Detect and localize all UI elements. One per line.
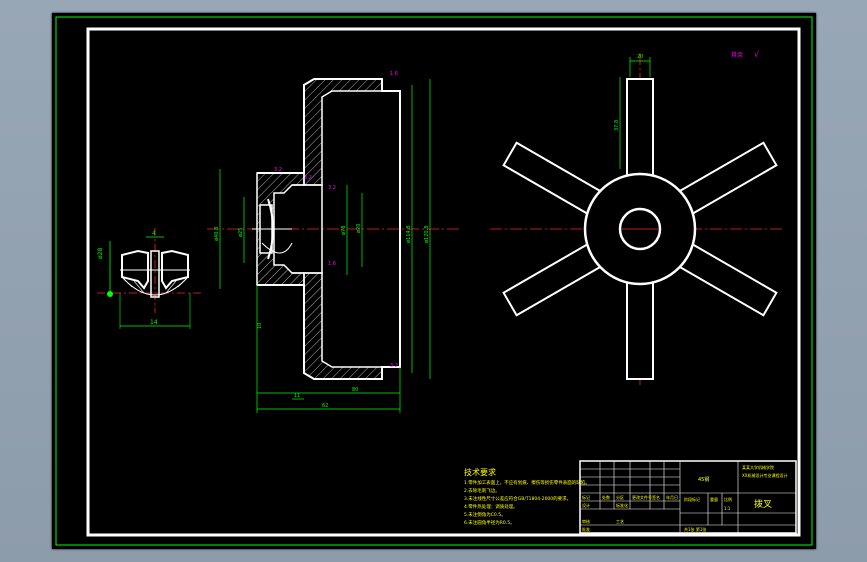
tb-sheet: 共1张 第1张 — [684, 526, 706, 532]
note-line-2: 2.去除毛刺飞边。 — [464, 487, 500, 494]
dim-right-top: 20 — [637, 54, 643, 60]
tb-cell-9: 审核 — [582, 518, 590, 524]
tb-school: 某某大学机械学院 — [742, 464, 774, 470]
dim-main-d6: ø120.8 — [424, 226, 430, 243]
note-line-4: 4.零件热处理：调质处理。 — [464, 503, 518, 510]
roughness-mark-3: 3.2 — [328, 185, 336, 191]
dim-left-bottom: 14 — [150, 319, 158, 326]
cad-drawing: ø28 14 4 — [55, 16, 813, 546]
roughness-mark-6: 3.2 — [390, 363, 398, 369]
main-section-view: ø40.8 ø25 ø78 ø20 ø114.8 ø120.8 10 11 80… — [207, 71, 462, 413]
drawing-sheet: ø28 14 4 — [52, 13, 816, 549]
roughness-note: 其余 — [731, 51, 743, 59]
note-line-3: 3.未注线性尺寸公差应符合GB/T1804-2000的要求。 — [464, 495, 571, 502]
technical-notes: 技术要求 1.零件加工表面上，不应有划痕、擦伤等损伤零件表面的缺陷。 2.去除毛… — [464, 467, 590, 526]
dim-main-d1: ø40.8 — [214, 227, 220, 241]
dim-main-lower-1: 10 — [257, 323, 263, 329]
dim-main-lower-3: 80 — [352, 387, 358, 393]
dim-main-lower-2: 11 — [294, 393, 300, 399]
fork-arm-4 — [626, 78, 654, 190]
tb-part-name: 拨叉 — [754, 498, 772, 510]
tb-cell-13: 重量 — [710, 496, 718, 502]
dim-main-d4: ø20 — [356, 224, 362, 233]
tb-material: 45钢 — [698, 476, 709, 483]
note-line-1: 1.零件加工表面上，不应有划痕、擦伤等损伤零件表面的缺陷。 — [464, 479, 590, 486]
roughness-mark-2: 3.2 — [304, 175, 312, 181]
outer-border — [55, 16, 813, 546]
tb-cell-5: 签名 — [652, 494, 660, 500]
fork-arm-1 — [626, 268, 654, 380]
front-view: 20 37.8 其余 √ — [490, 50, 785, 388]
dim-main-d5: ø114.8 — [406, 226, 412, 243]
notes-heading: 技术要求 — [464, 467, 496, 477]
tb-cell-10: 工艺 — [616, 519, 624, 524]
tb-cell-8: 标准化 — [616, 502, 628, 508]
tb-cell-6: 年月日 — [666, 494, 678, 500]
tb-cell-14: 比例 — [724, 496, 732, 502]
note-line-6: 6.未注圆角半径为R0.5。 — [464, 519, 515, 526]
tb-cell-7: 设计 — [582, 502, 590, 508]
dim-main-d2: ø25 — [238, 228, 244, 237]
left-section-view: ø28 14 4 — [97, 228, 202, 329]
tb-cell-1: 标记 — [582, 494, 590, 500]
dim-main-d3: ø78 — [341, 226, 347, 235]
tb-cell-3: 分区 — [616, 494, 624, 500]
tb-cell-12: 阶段标记 — [684, 496, 700, 502]
note-line-5: 5.未注倒角为C0.5。 — [464, 511, 506, 518]
tb-cell-4: 更改文件号 — [632, 494, 652, 500]
dim-left-vertical: ø28 — [97, 248, 104, 259]
dim-main-lower-4: 62 — [322, 403, 328, 409]
dim-left-top: 4 — [152, 230, 156, 237]
tb-cell-11: 批准 — [582, 526, 590, 532]
tb-project: XX机械设计专业课程设计 — [742, 472, 787, 478]
tb-cell-2: 处数 — [602, 494, 610, 500]
dim-right-side: 37.8 — [614, 120, 620, 131]
roughness-mark-4: 1.6 — [328, 261, 336, 267]
roughness-symbol-icon: √ — [754, 50, 760, 59]
roughness-mark-5: 1.6 — [390, 71, 398, 77]
drawing-frame — [86, 27, 801, 537]
roughness-mark-1: 3.2 — [274, 167, 282, 173]
tb-scale: 1:1 — [724, 506, 731, 511]
title-block: 标记 处数 分区 更改文件号 签名 年月日 设计 标准化 审核 工艺 批准 阶段… — [579, 460, 797, 534]
